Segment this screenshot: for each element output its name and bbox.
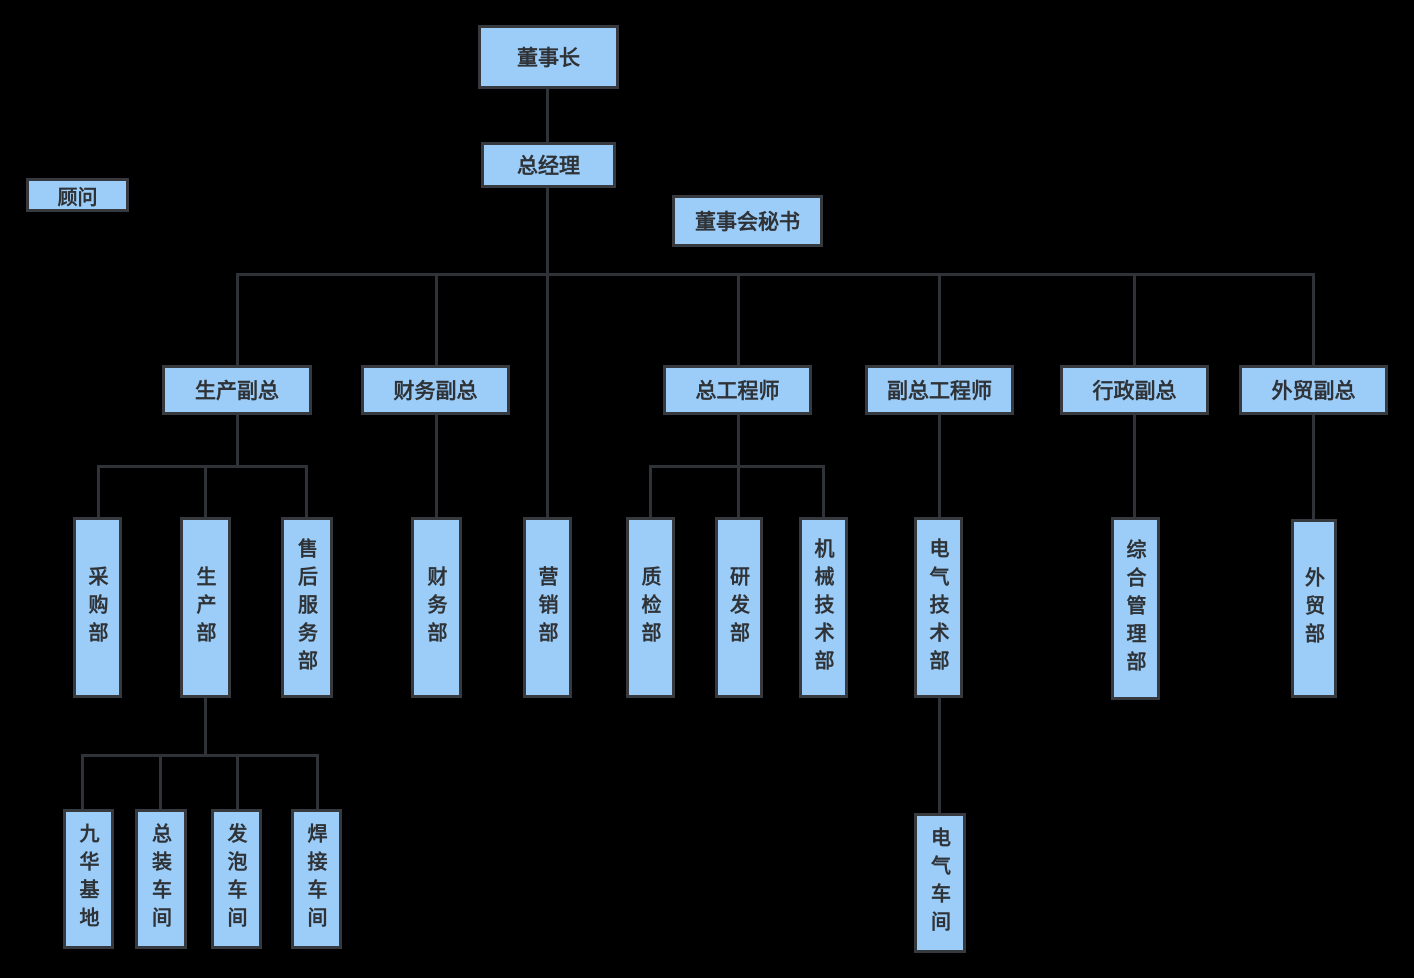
node-chairman[interactable]: 董事长: [478, 25, 619, 89]
connector-drop-production: [204, 465, 207, 517]
node-marketing-dept[interactable]: 营销部: [523, 517, 572, 698]
connector-deputyeng-dept: [938, 415, 941, 517]
connector-proddept-stub: [204, 698, 207, 756]
connector-financevp-dept: [435, 415, 438, 517]
node-board-secretary[interactable]: 董事会秘书: [672, 195, 823, 247]
connector-main-bus: [236, 273, 1314, 276]
connector-tradevp-dept: [1312, 415, 1315, 519]
node-assembly-workshop[interactable]: 总装车间: [135, 809, 187, 949]
node-general-manager[interactable]: 总经理: [481, 142, 616, 188]
connector-chiefeng-bar: [649, 465, 824, 468]
connector-drop-assembly: [159, 754, 162, 809]
node-finance-dept[interactable]: 财务部: [411, 517, 462, 698]
connector-drop-production-vp: [236, 273, 239, 365]
node-jiuhua-base[interactable]: 九华基地: [63, 809, 114, 949]
node-electrical-workshop[interactable]: 电气车间: [914, 813, 966, 953]
node-foreign-trade-dept[interactable]: 外贸部: [1291, 519, 1337, 698]
node-deputy-chief-engineer[interactable]: 副总工程师: [865, 365, 1014, 415]
connector-drop-finance-vp: [435, 273, 438, 365]
node-welding-workshop[interactable]: 焊接车间: [291, 809, 342, 949]
node-foaming-workshop[interactable]: 发泡车间: [211, 809, 262, 949]
connector-drop-qc: [649, 465, 652, 517]
connector-drop-chief-eng: [737, 273, 740, 365]
connector-proddept-bar: [81, 754, 319, 757]
connector-drop-jiuhua: [81, 754, 84, 809]
node-production-vp[interactable]: 生产副总: [162, 365, 312, 415]
connector-drop-foaming: [236, 754, 239, 809]
node-after-sales-dept[interactable]: 售后服务部: [281, 517, 333, 698]
node-general-mgmt-dept[interactable]: 综合管理部: [1111, 517, 1160, 700]
connector-drop-deputy-eng: [938, 273, 941, 365]
connector-drop-purchasing: [97, 465, 100, 517]
node-admin-vp[interactable]: 行政副总: [1060, 365, 1209, 415]
connector-gm-trunk: [546, 188, 549, 517]
node-mech-tech-dept[interactable]: 机械技术部: [799, 517, 848, 698]
connector-drop-mech-tech: [822, 465, 825, 517]
node-finance-vp[interactable]: 财务副总: [361, 365, 510, 415]
connector-drop-welding: [316, 754, 319, 809]
node-qc-dept[interactable]: 质检部: [626, 517, 675, 698]
connector-drop-admin-vp: [1133, 273, 1136, 365]
connector-drop-after-sales: [305, 465, 308, 517]
connector-prodvp-bar: [97, 465, 308, 468]
node-advisor[interactable]: 顾问: [26, 178, 129, 212]
node-chief-engineer[interactable]: 总工程师: [663, 365, 812, 415]
connector-adminvp-dept: [1133, 415, 1136, 517]
node-electrical-tech-dept[interactable]: 电气技术部: [914, 517, 963, 698]
connector-prodvp-stub: [236, 415, 239, 468]
node-foreign-trade-vp[interactable]: 外贸副总: [1239, 365, 1388, 415]
node-purchasing-dept[interactable]: 采购部: [73, 517, 122, 698]
node-production-dept[interactable]: 生产部: [180, 517, 231, 698]
connector-chairman-gm: [546, 89, 549, 142]
connector-drop-trade-vp: [1312, 273, 1315, 365]
connector-electech-workshop: [938, 698, 941, 813]
node-rd-dept[interactable]: 研发部: [715, 517, 763, 698]
